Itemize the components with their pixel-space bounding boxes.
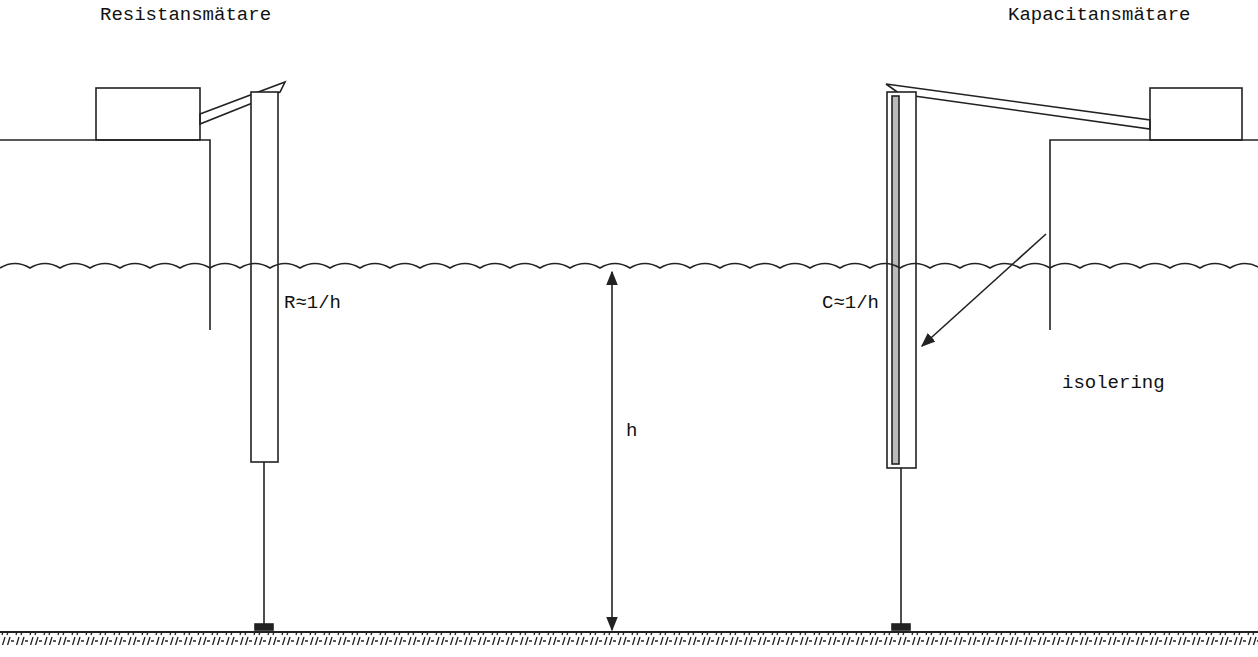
resistance-probe [251, 92, 278, 462]
capacitance-meter-box [1150, 88, 1242, 140]
resistance-meter-box [96, 88, 200, 140]
left-anchor [255, 624, 273, 630]
seabed-hatching [0, 633, 1258, 645]
right-quay [1050, 140, 1258, 330]
right-anchor [892, 624, 910, 630]
right-arm [886, 84, 1150, 129]
left-quay [0, 140, 210, 330]
meter-title: Kapacitansmätare [1008, 4, 1190, 26]
right-anchor-wire [900, 468, 902, 628]
leader-line [922, 234, 1046, 346]
capacitance-probe [887, 92, 916, 468]
left-anchor-wire [263, 462, 265, 628]
meter-title: Resistansmätare [100, 4, 271, 26]
seabed-line [0, 631, 1258, 633]
dimension-label: h [626, 420, 637, 442]
water-surface [0, 264, 1258, 269]
formula-label: R≈1/h [284, 292, 341, 314]
insulation-layer [892, 96, 899, 464]
part-name: isolering [1062, 372, 1165, 394]
formula-label: C≈1/h [822, 292, 879, 314]
depth-arrow [611, 272, 613, 630]
